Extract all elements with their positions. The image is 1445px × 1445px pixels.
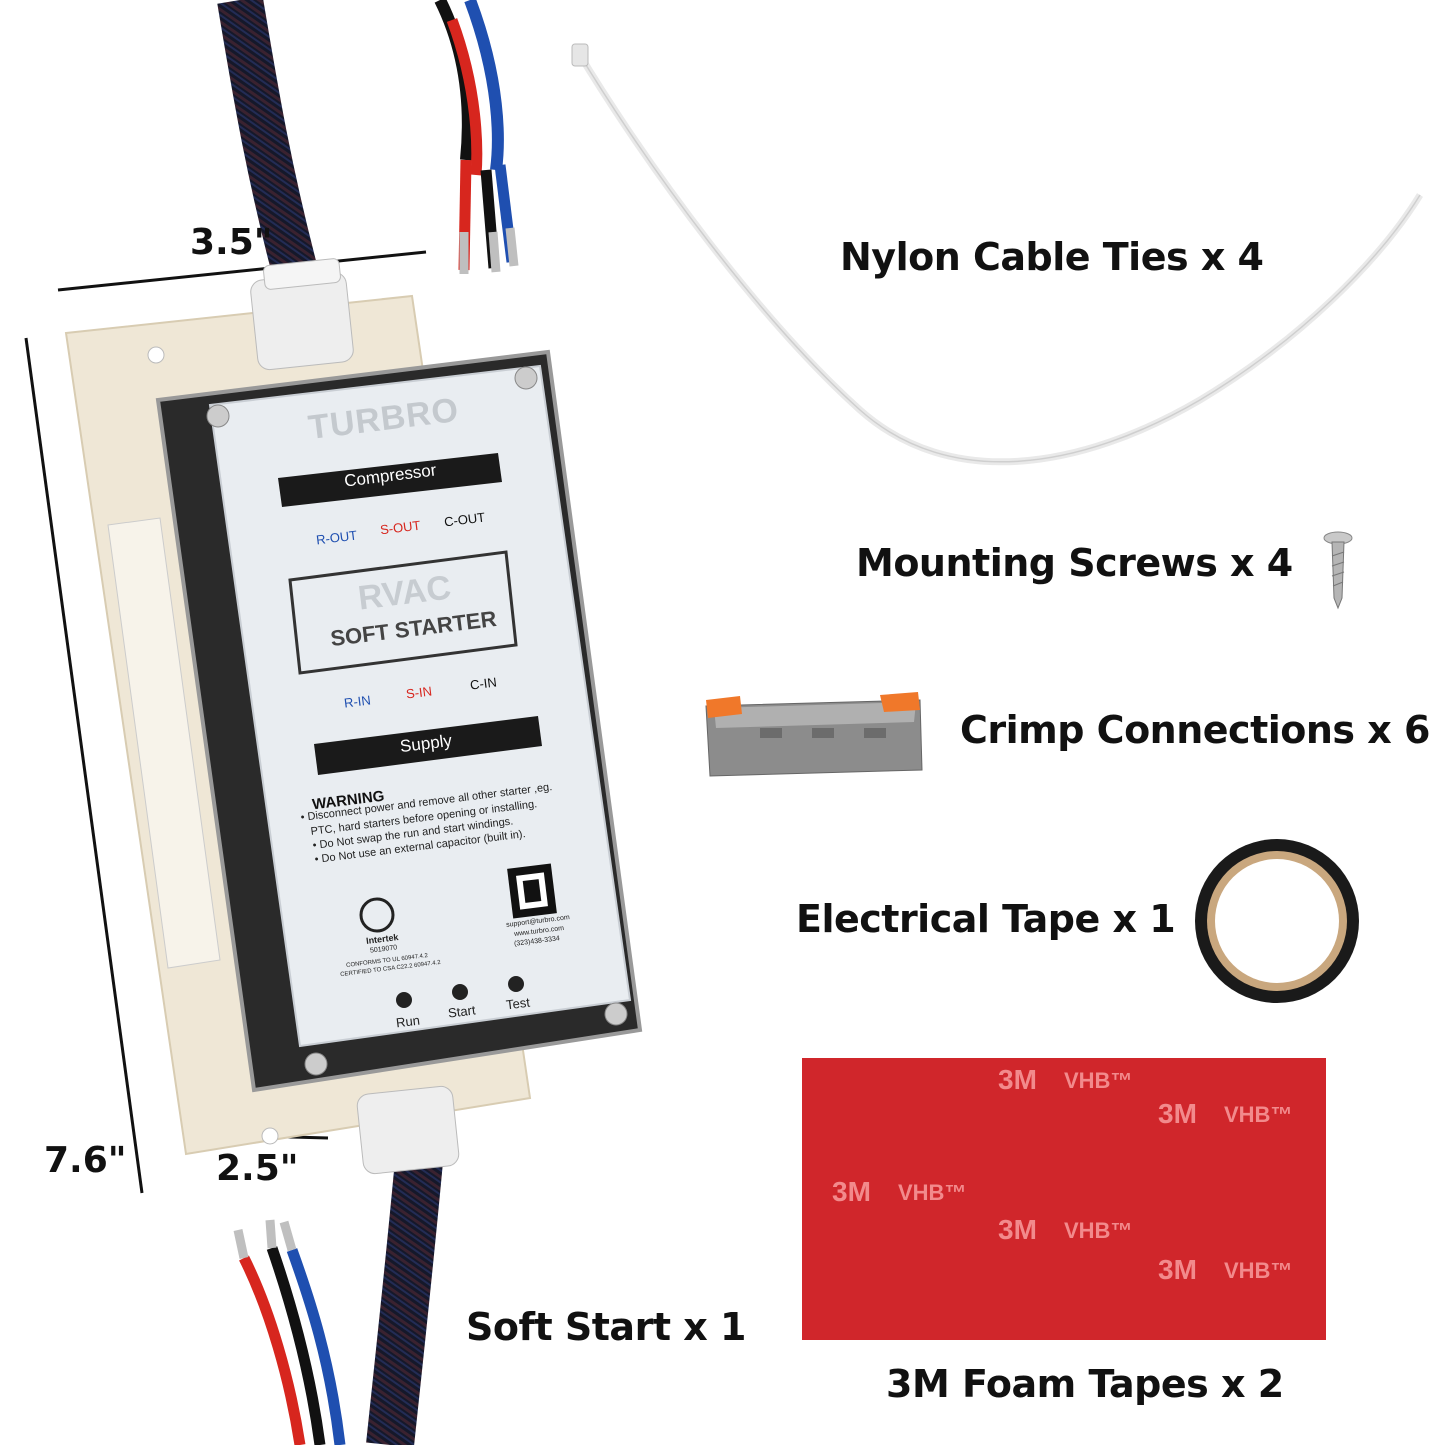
led-test bbox=[508, 976, 524, 992]
foam-brand-5: 3M bbox=[1158, 1254, 1197, 1285]
foam-brand-3: 3M bbox=[832, 1176, 871, 1207]
foam-brand-4: 3M bbox=[998, 1214, 1037, 1245]
supply-bar bbox=[314, 716, 542, 775]
foam-tape-sheet bbox=[802, 1058, 1326, 1340]
foam-product: VHB™ bbox=[1064, 1068, 1133, 1093]
foam-brand: 3M bbox=[998, 1064, 1037, 1095]
foam-product-2: VHB™ bbox=[1224, 1102, 1293, 1127]
foam-product-3: VHB™ bbox=[898, 1180, 967, 1205]
led-test-label: Test bbox=[505, 994, 531, 1013]
label-3m-foam-tapes: 3M Foam Tapes x 2 bbox=[886, 1362, 1284, 1406]
nylon-cable-tie bbox=[571, 43, 1423, 466]
top-cable-gland bbox=[250, 258, 354, 371]
terminal-s-in: S-IN bbox=[405, 683, 433, 702]
label-crimp-connections: Crimp Connections x 6 bbox=[960, 708, 1430, 752]
label-electrical-tape: Electrical Tape x 1 bbox=[796, 897, 1176, 941]
label-nylon-cable-ties: Nylon Cable Ties x 4 bbox=[840, 235, 1264, 279]
foam-tape-logos: 3M VHB™ 3M VHB™ 3M VHB™ 3M VHB™ 3M VHB™ bbox=[802, 1058, 1326, 1340]
foam-product-4: VHB™ bbox=[1064, 1218, 1133, 1243]
etl-mark bbox=[359, 897, 395, 933]
bottom-cable bbox=[233, 1147, 444, 1445]
label-mounting-screws: Mounting Screws x 4 bbox=[856, 541, 1293, 585]
crimp-connector-icon bbox=[705, 692, 923, 777]
led-run bbox=[396, 992, 412, 1008]
top-cable bbox=[217, 0, 519, 297]
foam-product-5: VHB™ bbox=[1224, 1258, 1293, 1283]
foam-brand-2: 3M bbox=[1158, 1098, 1197, 1129]
bottom-cable-gland bbox=[356, 1085, 460, 1175]
led-start bbox=[452, 984, 468, 1000]
compressor-bar bbox=[278, 453, 502, 507]
label-soft-start: Soft Start x 1 bbox=[466, 1305, 746, 1349]
dimension-width: 3.5" bbox=[190, 222, 273, 263]
screw-icon bbox=[1323, 531, 1353, 610]
side-label bbox=[107, 517, 221, 969]
electrical-tape-icon bbox=[1195, 839, 1359, 1003]
led-run-label: Run bbox=[395, 1012, 421, 1031]
rvac-box bbox=[288, 550, 518, 675]
dimension-height: 7.6" bbox=[44, 1140, 127, 1181]
dimension-depth: 2.5" bbox=[216, 1148, 299, 1189]
enclosure bbox=[155, 349, 643, 1093]
